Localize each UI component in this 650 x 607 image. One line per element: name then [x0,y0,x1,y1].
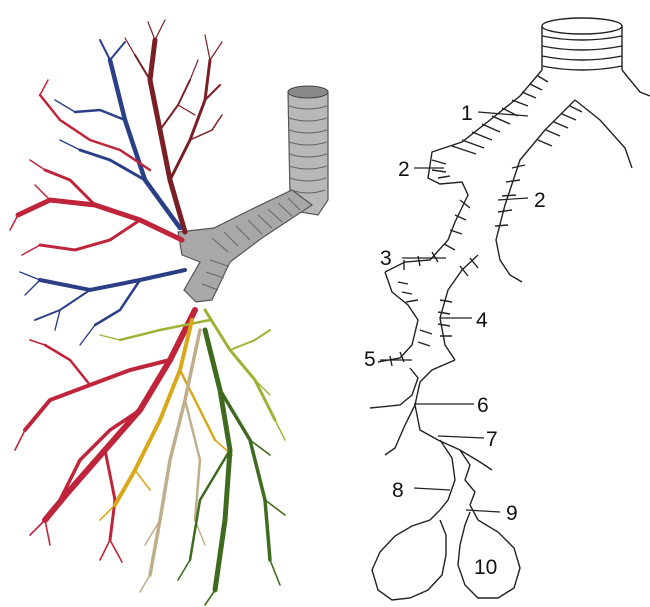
label-2-lower: 2 [534,189,546,212]
label-7: 7 [486,428,498,451]
label-8: 8 [392,479,404,502]
label-6: 6 [477,394,489,417]
label-4: 4 [476,309,488,332]
label-10: 10 [474,556,497,579]
bronchial-tree-illustration [10,20,328,605]
tan-bronchi [140,330,205,592]
label-2-upper: 2 [398,158,410,181]
schematic-alveolar-sacs [372,505,520,600]
label-1: 1 [461,102,473,125]
main-bronchus-illustration [178,190,312,302]
dark-green-bronchi [178,330,285,605]
label-5: 5 [364,348,376,371]
label-9: 9 [506,502,518,525]
label-3: 3 [380,247,392,270]
schematic-trachea [542,18,622,70]
schematic-bronchi [370,70,650,510]
schematic-labels: 1 2 2 3 4 5 6 7 8 9 10 [364,102,546,579]
dark-red-bronchi [125,20,222,232]
